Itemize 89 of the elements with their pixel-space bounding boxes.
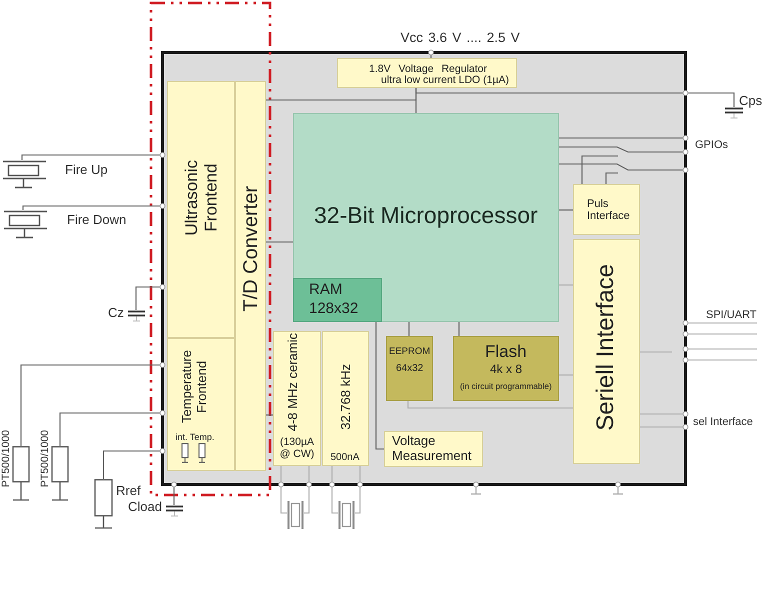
wire xyxy=(605,172,618,184)
block-label: Seriell Interface xyxy=(592,264,620,430)
block-label: 32-Bit Microprocessor xyxy=(314,202,538,228)
wire xyxy=(687,348,757,350)
resistor-symbol xyxy=(51,446,69,501)
component-label: Rref xyxy=(116,484,141,498)
resistor-symbol xyxy=(94,479,113,529)
block-label: T/D Converter xyxy=(240,186,262,312)
transducer-symbol xyxy=(2,160,47,189)
component-label: Fire Up xyxy=(65,162,108,178)
wire xyxy=(559,209,573,211)
processor-block xyxy=(293,113,559,322)
frontend-block xyxy=(167,338,235,471)
spec-label: int. Temp. xyxy=(176,432,214,442)
component-label: Cps xyxy=(739,94,762,108)
spec-label: 4k x 8 xyxy=(490,363,522,377)
capacitor-symbol xyxy=(724,107,744,119)
wire xyxy=(355,466,361,514)
component-label: Cz xyxy=(108,306,124,320)
wire xyxy=(102,450,161,479)
block-label: Puls Interface xyxy=(587,198,630,223)
memory-block xyxy=(453,336,559,401)
wire xyxy=(640,413,684,415)
wire xyxy=(687,359,757,361)
wire xyxy=(408,322,410,336)
wire xyxy=(135,286,161,310)
wire xyxy=(559,374,573,376)
crystal-symbol xyxy=(338,500,355,530)
oscillator-block xyxy=(273,331,321,466)
capacitor-symbol xyxy=(127,310,146,322)
measurement-block xyxy=(384,431,483,467)
wire xyxy=(21,154,161,160)
component-label: Fire Down xyxy=(67,212,126,228)
wire xyxy=(173,486,175,505)
wire xyxy=(266,241,293,243)
component-label: Cload xyxy=(128,500,162,514)
wire xyxy=(559,137,684,139)
wire xyxy=(581,155,618,184)
pin-label: SPI/UART xyxy=(706,308,757,322)
wire xyxy=(559,163,684,171)
interface-block xyxy=(573,184,640,235)
spec-label: (130µA @ CW) xyxy=(278,436,316,460)
wire xyxy=(415,88,735,107)
block-label: 32.768 kHz xyxy=(338,364,354,430)
wire xyxy=(375,322,384,450)
converter-block xyxy=(235,81,266,471)
wire xyxy=(559,146,684,153)
wire xyxy=(280,466,287,514)
wire xyxy=(20,364,161,446)
block-label: EEPROM xyxy=(389,346,430,358)
supply-label: Vcc 3.6 V .... 2.5 V xyxy=(400,30,520,46)
crystal-symbol xyxy=(287,500,304,530)
block-label: 4-8 MHz ceramic xyxy=(286,333,300,432)
block-label: Ultrasonic Frontend xyxy=(182,160,221,236)
oscillator-block xyxy=(322,331,369,466)
wire xyxy=(407,401,573,409)
interface-block xyxy=(573,239,640,464)
resistor-symbol xyxy=(12,446,30,501)
pin-label: sel Interface xyxy=(693,416,753,428)
wire xyxy=(458,322,460,336)
wire xyxy=(559,284,573,286)
frontend-block xyxy=(167,81,235,338)
block-label: 1.8V Voltage Regulator xyxy=(369,62,487,75)
block-label: Voltage Measurement xyxy=(392,434,472,464)
memory-block xyxy=(386,336,433,401)
wire xyxy=(640,426,684,428)
capacitor-symbol xyxy=(165,505,184,517)
memory-block xyxy=(293,278,382,322)
block-label: Flash xyxy=(485,342,527,362)
wire xyxy=(331,466,338,514)
block-label: Temperature Frontend xyxy=(180,350,210,422)
chip-panel xyxy=(161,51,687,486)
wire xyxy=(22,205,161,210)
block-label: ultra low current LDO (1µA) xyxy=(381,74,510,86)
pin-label: GPIOs xyxy=(695,138,728,152)
component-label: PT500/1000 xyxy=(40,430,50,487)
spec-label: (in circuit programmable) xyxy=(460,382,552,392)
wire xyxy=(687,322,757,324)
wire xyxy=(266,414,273,416)
component-label: PT500/1000 xyxy=(0,430,11,487)
wire xyxy=(304,466,310,514)
regulator-block xyxy=(337,58,517,88)
wire xyxy=(640,351,672,353)
wire xyxy=(687,333,757,335)
spec-label: 64x32 xyxy=(396,363,424,374)
transducer-symbol xyxy=(3,210,48,239)
block-label: RAM 128x32 xyxy=(309,281,358,318)
wire xyxy=(59,412,161,446)
spec-label: 500nA xyxy=(330,452,360,464)
